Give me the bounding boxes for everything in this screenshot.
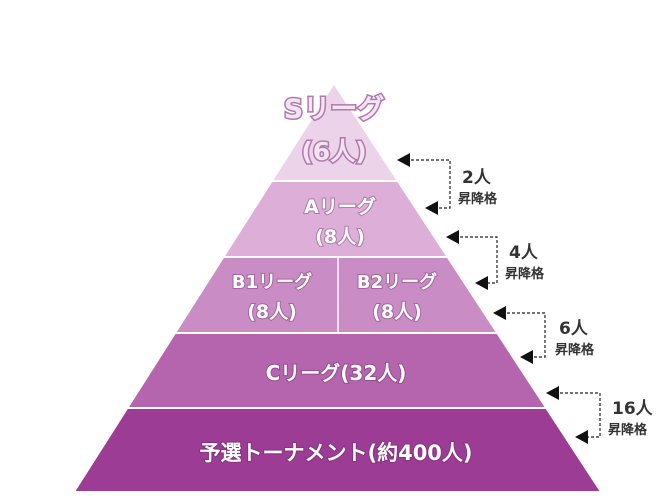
promotion-count: 6人 xyxy=(559,319,589,339)
arrow-down-icon xyxy=(475,276,488,290)
dashed-bracket xyxy=(455,236,498,284)
tier-s-band xyxy=(273,85,397,180)
tier-b1-count: (8人) xyxy=(247,301,297,323)
tier-c-label: Cリーグ(32人) xyxy=(266,361,407,385)
tier-qualifier-label: 予選トーナメント(約400人) xyxy=(199,441,472,465)
arrow-up-icon xyxy=(546,386,559,400)
arrow-down-icon xyxy=(425,201,438,215)
dashed-bracket xyxy=(502,312,546,358)
tier-a-band xyxy=(225,182,446,256)
promotion-count: 4人 xyxy=(509,243,539,263)
arrow-up-icon xyxy=(397,153,410,167)
promotion-count: 16人 xyxy=(612,399,654,419)
tier-a-count: (8人) xyxy=(315,226,365,248)
tier-a-name: Aリーグ xyxy=(304,195,376,218)
arrow-up-icon xyxy=(446,230,459,244)
promotion-label: 昇降格 xyxy=(505,266,545,282)
dashed-bracket xyxy=(555,392,601,438)
tier-b2-name: B2リーグ xyxy=(357,271,437,293)
tier-qualifier-band xyxy=(75,409,600,491)
arrow-down-icon xyxy=(520,350,533,364)
tier-b-band xyxy=(176,258,496,332)
tier-b1-name: B1リーグ xyxy=(232,271,312,293)
arrow-up-icon xyxy=(493,306,506,320)
tier-b2-count: (8人) xyxy=(372,301,422,323)
arrow-down-icon xyxy=(575,430,588,444)
promotion-count: 2人 xyxy=(462,168,492,188)
promotion-label: 昇降格 xyxy=(458,191,498,207)
promotion-label: 昇降格 xyxy=(555,342,595,358)
dashed-bracket xyxy=(406,159,451,209)
tier-s-count: (6人) xyxy=(301,137,366,166)
tier-c-band xyxy=(129,334,545,407)
promotion-label: 昇降格 xyxy=(608,422,648,438)
tier-s-name: Sリーグ xyxy=(284,93,384,125)
